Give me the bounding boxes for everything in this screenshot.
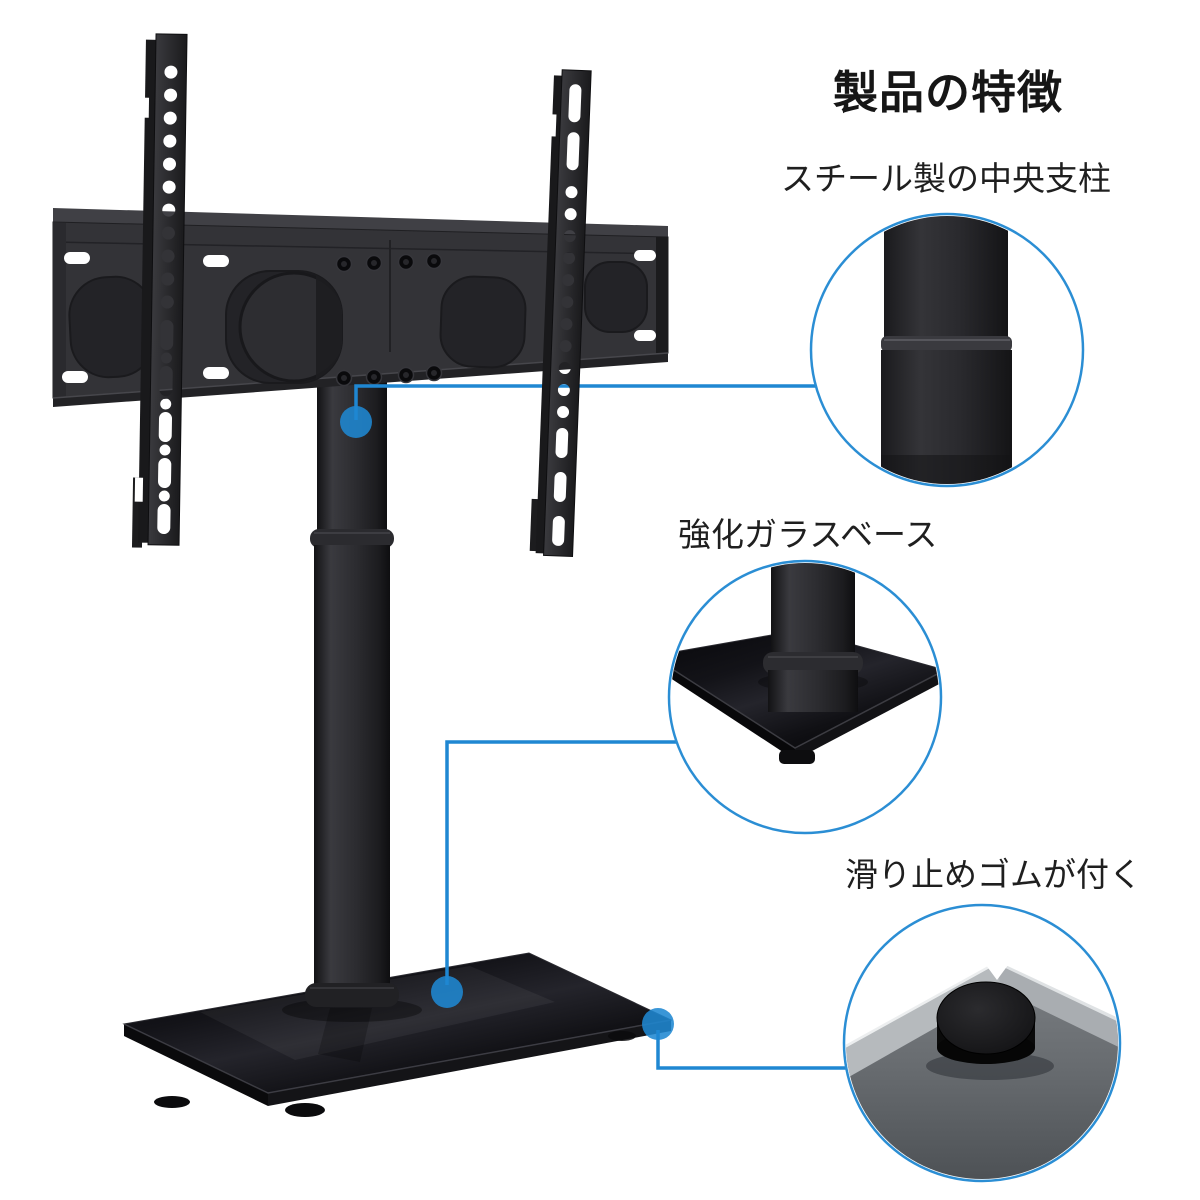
callout-label-rubber-foot: 滑り止めゴムが付く bbox=[845, 856, 1142, 893]
blue-dot-glass-base bbox=[431, 976, 463, 1008]
callout-circle-glass-base bbox=[667, 559, 943, 835]
page-title: 製品の特徴 bbox=[833, 67, 1064, 118]
plate-corner-notch bbox=[983, 961, 1011, 980]
base-foot-closeup bbox=[779, 750, 815, 764]
callout-circle-rubber-foot bbox=[842, 903, 1122, 1183]
blue-dot-steel-column bbox=[340, 406, 372, 438]
vesa-rail-left bbox=[131, 33, 188, 548]
bracket-cutout bbox=[584, 261, 648, 333]
rail-hook-notch bbox=[134, 477, 144, 502]
callout-dots bbox=[340, 406, 674, 1040]
callout-line-glass-base bbox=[445, 740, 677, 985]
bracket-bottom-flange bbox=[53, 353, 668, 407]
glass-sheen bbox=[200, 966, 555, 1060]
bracket-end-cap-left bbox=[53, 222, 66, 398]
rubber-pad bbox=[936, 981, 1036, 1055]
vesa-rail-right bbox=[529, 69, 592, 558]
callout-label-steel-column: スチール製の中央支柱 bbox=[781, 160, 1111, 197]
base-foot bbox=[154, 1096, 190, 1108]
tv-bracket bbox=[52, 208, 669, 407]
callout-ring bbox=[842, 903, 1122, 1183]
bracket-slots bbox=[62, 250, 656, 383]
column-collar-lower bbox=[305, 983, 399, 1007]
base-foot bbox=[608, 1031, 636, 1041]
callout-ring bbox=[667, 559, 943, 835]
callout-line-rubber-foot bbox=[656, 1030, 846, 1070]
bracket-cutout bbox=[439, 275, 527, 369]
column-reflection bbox=[318, 1008, 372, 1062]
callout-circle-steel-column bbox=[809, 212, 1085, 488]
bracket-top-flange bbox=[53, 208, 668, 238]
blue-dot-rubber-foot bbox=[642, 1008, 674, 1040]
callout-ring bbox=[809, 212, 1085, 488]
bracket-end-cap-right bbox=[656, 237, 668, 355]
glass-base bbox=[122, 952, 673, 1117]
bracket-screws bbox=[335, 252, 443, 387]
rail-hook-notch bbox=[547, 114, 557, 137]
rail-hook-notch bbox=[140, 97, 150, 118]
center-column bbox=[305, 338, 399, 1007]
base-foot bbox=[285, 1103, 325, 1117]
callout-label-glass-base: 強化ガラスベース bbox=[678, 516, 938, 553]
callout-line-steel-column bbox=[354, 384, 816, 420]
